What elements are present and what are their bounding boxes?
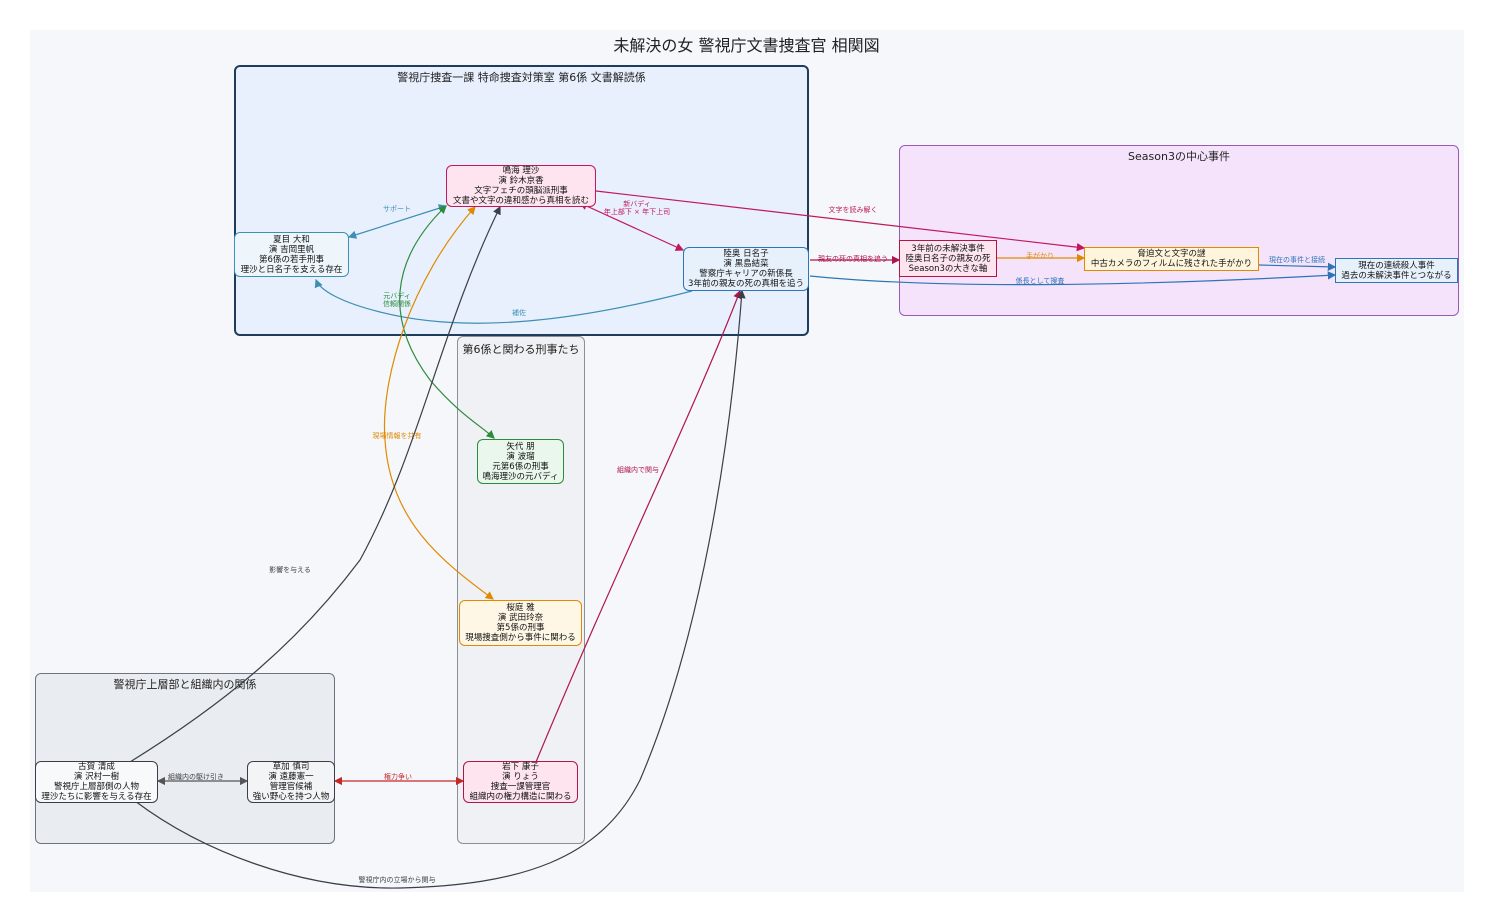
edge-label-support: サポート — [383, 205, 411, 213]
koga-role: 警視庁上層部側の人物 — [53, 782, 139, 792]
narumi-role: 文字フェチの頭脳派刑事 — [474, 186, 568, 196]
node-narumi: 鳴海 理沙 演 鈴木京香 文字フェチの頭脳派刑事 文書や文字の違和感から真相を読… — [446, 165, 596, 207]
edge-hoza — [314, 278, 693, 324]
cluster-season3: Season3の中心事件 — [899, 145, 1459, 316]
case3y-title: 3年前の未解決事件 — [911, 243, 985, 254]
natsume-name: 夏目 大和 — [273, 234, 310, 245]
node-murder: 現在の連続殺人事件 過去の未解決事件とつながる — [1335, 258, 1458, 283]
cluster-document-room-label: 警視庁捜査一課 特命捜査対策室 第6係 文書解読係 — [397, 71, 646, 84]
node-rikudo: 陸奥 日名子 演 黒島結菜 警察庁キャリアの新係長 3年前の親友の死の真相を追う — [683, 247, 809, 291]
node-natsume: 夏目 大和 演 吉岡里帆 第6係の若手刑事 理沙と日名子を支える存在 — [234, 232, 349, 277]
edge-label-stance: 警視庁内の立場から関与 — [359, 875, 436, 884]
cluster-upper-label: 警視庁上層部と組織内の関係 — [113, 678, 257, 691]
murder-desc: 過去の未解決事件とつながる — [1341, 270, 1452, 281]
edge-influence — [129, 205, 501, 763]
edge-label-newbuddy-1: 新バディ — [623, 199, 651, 208]
narumi-name: 鳴海 理沙 — [502, 166, 540, 176]
edge-org-involve — [535, 289, 742, 763]
edge-label-hoza: 補佐 — [512, 308, 526, 317]
yashiro-role: 元第6係の刑事 — [492, 461, 549, 472]
edge-label-motobuddy-2: 信頼関係 — [383, 299, 411, 308]
edge-link — [1258, 262, 1337, 272]
kagetsu-actor: 演 武田玲奈 — [497, 613, 544, 623]
threat-desc: 中古カメラのフィルムに残された手がかり — [1090, 259, 1253, 269]
edge-label-newbuddy-2: 年上部下 × 年下上司 — [604, 207, 670, 216]
edge-label-power: 権力争い — [384, 772, 412, 781]
iwashita-desc: 組織内の権力構造に関わる — [469, 792, 572, 802]
iwashita-name: 岩下 康子 — [502, 762, 539, 772]
edge-label-tug: 組織内の駆け引き — [168, 772, 224, 781]
yashiro-desc: 鳴海理沙の元バディ — [482, 471, 559, 482]
narumi-desc: 文書や文字の違和感から真相を読む — [452, 196, 589, 206]
koga-name: 古賀 清成 — [78, 762, 115, 772]
edge-as-chief — [809, 271, 1337, 286]
iwashita-role: 捜査一課管理官 — [490, 782, 551, 792]
edge-label-influence: 影響を与える — [269, 565, 311, 574]
edge-support — [347, 204, 448, 239]
node-koga: 古賀 清成 演 沢村一樹 警視庁上層部側の人物 理沙たちに影響を与える存在 — [35, 761, 158, 803]
kusakari-role: 管理官候補 — [269, 782, 313, 792]
node-threat: 脅迫文と文字の謎 中古カメラのフィルムに残された手がかり — [1084, 247, 1259, 271]
edge-read-chars — [595, 190, 1086, 252]
edge-label-clue: 手がかり — [1026, 251, 1054, 260]
rikudo-desc: 3年前の親友の死の真相を追う — [688, 279, 804, 289]
edge-share — [383, 206, 494, 600]
koga-desc: 理沙たちに影響を与える存在 — [41, 792, 152, 802]
yashiro-name: 矢代 朋 — [506, 441, 535, 452]
natsume-actor: 演 吉岡里帆 — [268, 244, 315, 255]
case3y-desc1: 陸奥日名子の親友の死 — [905, 253, 991, 264]
edge-label-as-chief: 係長として捜査 — [1016, 276, 1065, 285]
yashiro-actor: 演 波瑠 — [506, 451, 535, 462]
cluster-season3-label: Season3の中心事件 — [1128, 150, 1230, 163]
case3y-desc2: Season3の大きな軸 — [908, 263, 988, 274]
node-kagetsu: 桜庭 雅 演 武田玲奈 第5係の刑事 現場捜査側から事件に関わる — [459, 600, 582, 646]
edge-label-link: 現在の事件と接続 — [1269, 255, 1325, 264]
natsume-role: 第6係の若手刑事 — [259, 254, 324, 265]
rikudo-name: 陸奥 日名子 — [723, 249, 769, 259]
edge-stance — [134, 289, 746, 889]
narumi-actor: 演 鈴木京香 — [498, 176, 544, 186]
edge-label-motobuddy-1: 元バディ — [383, 291, 411, 300]
kagetsu-name: 桜庭 雅 — [506, 603, 535, 613]
kagetsu-desc: 現場捜査側から事件に関わる — [465, 633, 576, 643]
kusakari-name: 草加 慎司 — [272, 762, 310, 772]
rikudo-role: 警察庁キャリアの新係長 — [699, 269, 793, 279]
threat-title: 脅迫文と文字の謎 — [1137, 249, 1206, 259]
kusakari-desc: 強い野心を持つ人物 — [252, 792, 330, 802]
diagram-title: 未解決の女 警視庁文書捜査官 相関図 — [613, 36, 880, 55]
edge-newbuddy — [578, 202, 685, 251]
edge-label-read-chars: 文字を読み解く — [829, 205, 878, 214]
node-iwashita: 岩下 康子 演 りょう 捜査一課管理官 組織内の権力構造に関わる — [463, 761, 578, 803]
cluster-upper: 警視庁上層部と組織内の関係 — [35, 673, 335, 844]
node-kusakari: 草加 慎司 演 遠藤憲一 管理官候補 強い野心を持つ人物 — [247, 761, 335, 803]
edge-label-friend-death: 親友の死の真相を追う — [818, 254, 888, 263]
natsume-desc: 理沙と日名子を支える存在 — [240, 264, 343, 275]
rikudo-actor: 演 黒島結菜 — [723, 259, 769, 269]
koga-actor: 演 沢村一樹 — [73, 772, 120, 782]
node-yashiro: 矢代 朋 演 波瑠 元第6係の刑事 鳴海理沙の元バディ — [477, 439, 564, 484]
kusakari-actor: 演 遠藤憲一 — [268, 772, 314, 782]
murder-title: 現在の連続殺人事件 — [1358, 260, 1435, 271]
node-case-3years: 3年前の未解決事件 陸奥日名子の親友の死 Season3の大きな軸 — [899, 240, 997, 277]
edge-label-share: 現場情報を共有 — [373, 431, 422, 440]
iwashita-actor: 演 りょう — [502, 772, 539, 782]
kagetsu-role: 第5係の刑事 — [496, 623, 545, 633]
edge-label-org-involve: 組織内で関与 — [617, 465, 659, 474]
